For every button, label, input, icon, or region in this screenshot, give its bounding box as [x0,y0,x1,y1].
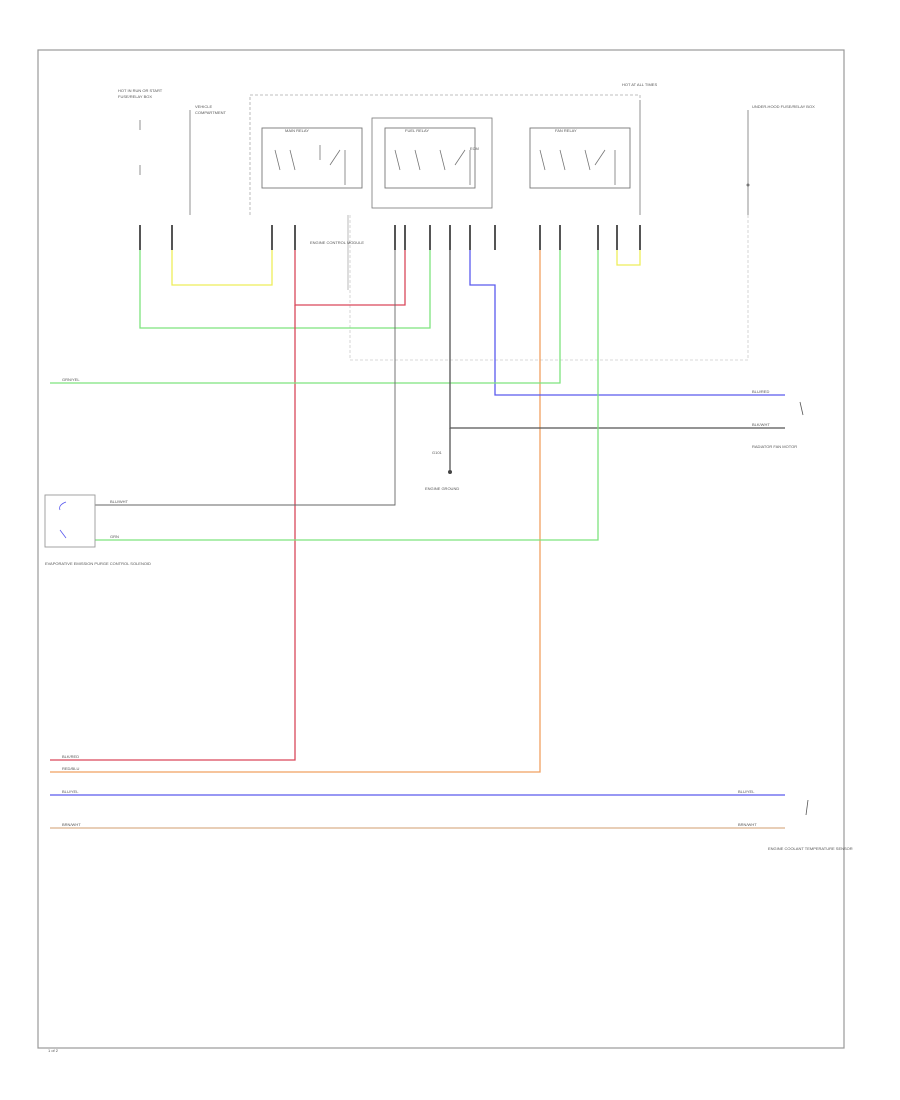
label-right-component-bottom: ENGINE COOLANT TEMPERATURE SENSOR [768,846,853,851]
relay-box-2 [384,127,476,189]
label-wire-right-1: BLU/RED [752,389,769,394]
label-relay-2: FUEL RELAY [405,128,429,133]
label-wire-bottom-3: BLU/YEL [62,789,79,794]
wire-green-loop [139,250,431,329]
label-relay-1: MAIN RELAY [285,128,309,133]
wire-red-main [50,305,296,761]
lower-dashed-bus [349,215,749,361]
diagram-frame [37,49,845,1049]
labels: HOT IN RUN OR START FUSE/RELAY BOX VEHIC… [45,82,853,1053]
label-wire-bottom-4: BRN/WHT [62,822,81,827]
wire-red-top [294,250,406,306]
label-ground-note: ENGINE CONTROL MODULE [310,240,364,245]
wire-green-lower [95,250,599,541]
wires [50,215,785,829]
label-wire-right-2: BLK/WHT [752,422,770,427]
label-page-no: 1 of 2 [48,1048,59,1053]
label-relay-3: FAN RELAY [555,128,577,133]
wire-green-long [50,250,561,384]
label-right-component-top: RADIATOR FAN MOTOR [752,444,797,449]
label-mid-ground-desc: ENGINE GROUND [425,486,459,491]
relay-boxes [261,117,631,209]
relay-enclosure [371,117,493,209]
label-wire-bottom-2: RED/BLU [62,766,79,771]
relay-box-3 [529,127,631,189]
relay-box-1 [261,127,363,189]
wire-gray-left [95,250,396,506]
top-dashed-bus [249,94,641,215]
wire-blue-top [469,250,785,396]
label-wire-bottom-4r: BRN/WHT [738,822,757,827]
label-right-text: UNDER-HOOD FUSE/RELAY BOX [752,104,815,109]
wire-yellow-right [616,250,641,266]
label-hot-start: HOT AT ALL TIMES [622,82,657,87]
label-wire-mid-left-2: GRN [110,534,119,539]
left-fuse [139,100,750,215]
label-left-text-2: COMPARTMENT [195,110,227,115]
label-left-text-1: VEHICLE [195,104,212,109]
label-wire-mid-left-1: BLU/WHT [110,499,129,504]
label-wire-top-left: GRN/YEL [62,377,80,382]
wire-gray-right [449,250,785,429]
label-wire-bottom-3r: BLU/YEL [738,789,755,794]
left-component-symbol [59,501,67,539]
label-mid-ground: G101 [432,450,443,455]
connector-pins [139,225,641,250]
wire-yellow-loop [171,250,273,286]
label-wire-bottom-1: BLK/RED [62,754,79,759]
wire-orange [50,250,541,773]
label-left-component: EVAPORATIVE EMISSION PURGE CONTROL SOLEN… [45,561,151,566]
label-hot-run-start: HOT IN RUN OR START [118,88,163,93]
left-component-box [44,494,96,548]
label-fuse-box: FUSE/RELAY BOX [118,94,152,99]
ground-symbol [448,470,452,474]
label-connector-mid: ECM [470,146,479,151]
right-connectors [799,401,809,816]
